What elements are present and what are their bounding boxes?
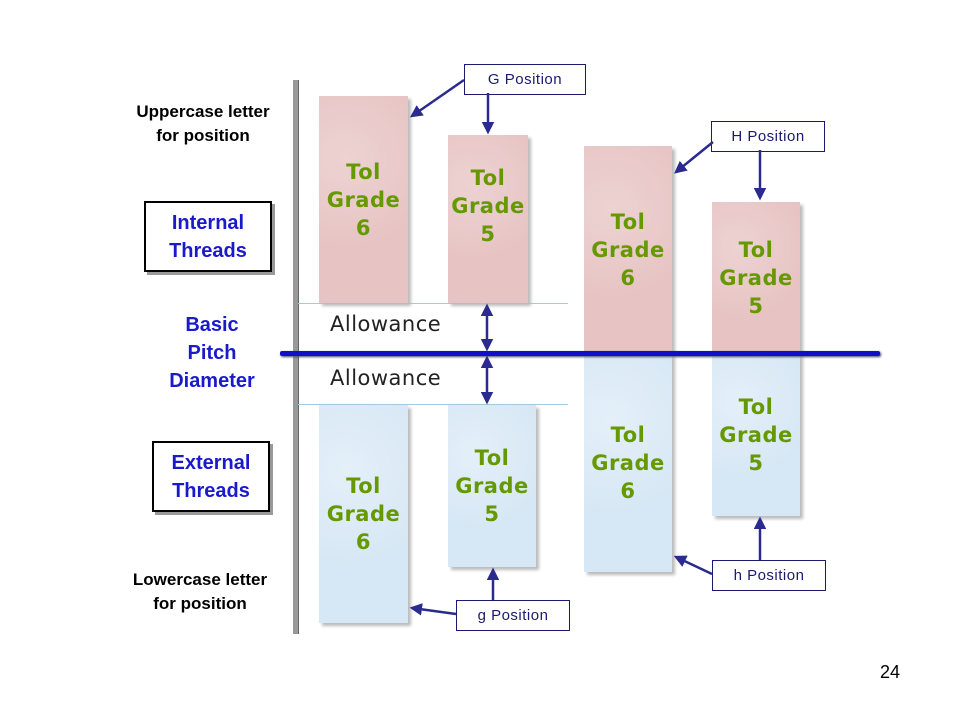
basic-label-line2: Pitch	[187, 342, 237, 364]
uppercase-position-label: Uppercase letter for position	[118, 100, 288, 148]
allowance-top-guide	[298, 303, 568, 304]
basic-pitch-diameter-line	[280, 351, 880, 356]
allowance-bottom-guide	[298, 404, 568, 405]
h-lower-arrow-diagonal	[673, 555, 713, 576]
g-position-upper-callout: G Position	[464, 64, 586, 95]
page-number: 24	[880, 662, 901, 682]
external-label-line1: External	[171, 451, 251, 474]
basic-label-line1: Basic	[185, 314, 239, 336]
h-position-upper-callout: H Position	[711, 121, 825, 152]
lowercase-position-label: Lowercase letter for position	[108, 568, 292, 616]
g-lower-arrow-diagonal	[409, 603, 457, 616]
h-upper-arrow-diagonal	[674, 141, 714, 174]
internal-label-line2: Threads	[169, 239, 247, 262]
g-upper-arrow-diagonal	[409, 78, 465, 118]
vertical-axis-line	[293, 80, 299, 634]
uppercase-label-line1: Uppercase letter	[136, 102, 270, 121]
basic-label-line3: Diameter	[169, 370, 255, 392]
uppercase-label-line2: for position	[156, 126, 250, 145]
allowance-label-upper: Allowance	[330, 312, 442, 336]
lowercase-label-line2: for position	[153, 594, 247, 613]
allowance-label-lower: Allowance	[330, 366, 442, 390]
g-position-lower-callout: g Position	[456, 600, 570, 631]
external-threads-box: External Threads	[152, 441, 270, 512]
lowercase-label-line1: Lowercase letter	[132, 570, 268, 589]
external-label-line2: Threads	[172, 479, 250, 502]
basic-pitch-diameter-label: Basic Pitch Diameter	[150, 311, 274, 395]
internal-label-line1: Internal	[171, 211, 245, 234]
h-position-lower-callout: h Position	[712, 560, 826, 591]
internal-threads-box: Internal Threads	[144, 201, 272, 272]
